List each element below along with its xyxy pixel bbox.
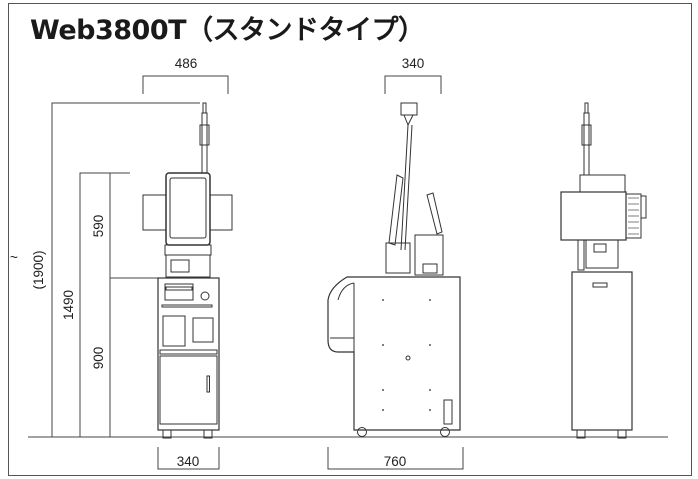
- dim-front-top-width: [142, 75, 229, 94]
- front-screen: [169, 177, 207, 239]
- rear-body: [571, 271, 633, 431]
- label-lower-height: 900: [91, 347, 106, 370]
- rear-body-vent: [592, 282, 608, 288]
- front-door: [159, 355, 218, 425]
- label-upper-height: 590: [91, 215, 106, 238]
- rear-keypad-keys: [628, 197, 639, 235]
- front-divider: [159, 349, 218, 355]
- rear-view: [560, 102, 647, 439]
- side-printer: [385, 242, 411, 274]
- front-pole-tip: [202, 102, 207, 114]
- label-front-bottom-width: 340: [177, 454, 200, 469]
- front-bill-slot: [165, 286, 193, 291]
- side-label-plate: [443, 399, 453, 425]
- front-scanner-handle: [199, 124, 210, 146]
- front-wheel-left: [162, 429, 172, 439]
- rear-panel: [560, 191, 627, 241]
- dim-front-bottom-width: [157, 447, 220, 470]
- front-door-handle: [206, 375, 210, 393]
- side-rivets: [382, 299, 431, 411]
- rear-connector-side: [577, 239, 585, 271]
- label-side-top-width: 340: [402, 56, 425, 71]
- rear-scanner-handle: [581, 124, 592, 146]
- front-wing-left: [142, 194, 167, 231]
- side-scanner-head: [400, 102, 418, 116]
- rear-wheel-left: [576, 429, 586, 439]
- side-port: [405, 355, 411, 361]
- rear-pole-tip: [584, 102, 589, 114]
- dim-body-height: [79, 172, 130, 437]
- front-bill-acceptor: [164, 283, 194, 301]
- front-pole: [201, 112, 208, 174]
- label-body-height: 1490: [61, 290, 76, 320]
- side-view: [327, 102, 461, 437]
- outer-border: [8, 3, 692, 476]
- dim-side-top-width: [384, 75, 442, 94]
- diagram-title: Web3800T（スタンドタイプ）: [30, 15, 425, 46]
- front-wheel-right: [203, 429, 213, 439]
- side-wheel-right: [440, 427, 450, 437]
- front-view: [142, 102, 233, 439]
- rear-side-tab: [640, 195, 647, 219]
- rear-wheel-right: [617, 429, 627, 439]
- front-card-module: [192, 317, 214, 343]
- side-pole-b: [404, 124, 413, 251]
- side-body: [327, 276, 461, 431]
- front-coin-module: [162, 315, 186, 347]
- front-printer: [165, 254, 211, 278]
- rear-handle-frame: [579, 174, 626, 193]
- front-coin-port: [200, 291, 210, 301]
- rear-connector: [593, 243, 607, 253]
- side-screen-left: [388, 174, 404, 246]
- front-body: [157, 277, 220, 431]
- side-card-slot: [422, 263, 438, 274]
- front-shelf-line: [161, 304, 213, 308]
- front-neck: [164, 244, 212, 256]
- label-front-top-width: 486: [175, 56, 198, 71]
- dim-side-bottom-width: [327, 447, 464, 470]
- side-card-unit: [414, 234, 444, 276]
- dimension-lines: [51, 75, 464, 470]
- rear-connector-box: [585, 239, 619, 269]
- side-screen-right: [426, 192, 443, 235]
- label-tilde: ~: [10, 250, 18, 265]
- front-wing-right: [209, 194, 233, 231]
- side-scanner-mount: [403, 114, 414, 127]
- label-total-height: (1900): [31, 250, 46, 289]
- dim-total-height: [51, 102, 200, 437]
- label-side-bottom-width: 760: [384, 454, 407, 469]
- front-screen-bezel: [165, 172, 211, 246]
- front-printer-slot: [170, 259, 190, 273]
- rear-pole: [583, 112, 590, 176]
- side-pole: [400, 124, 409, 251]
- side-body-curve: [337, 282, 355, 301]
- side-wheel-left: [357, 427, 367, 437]
